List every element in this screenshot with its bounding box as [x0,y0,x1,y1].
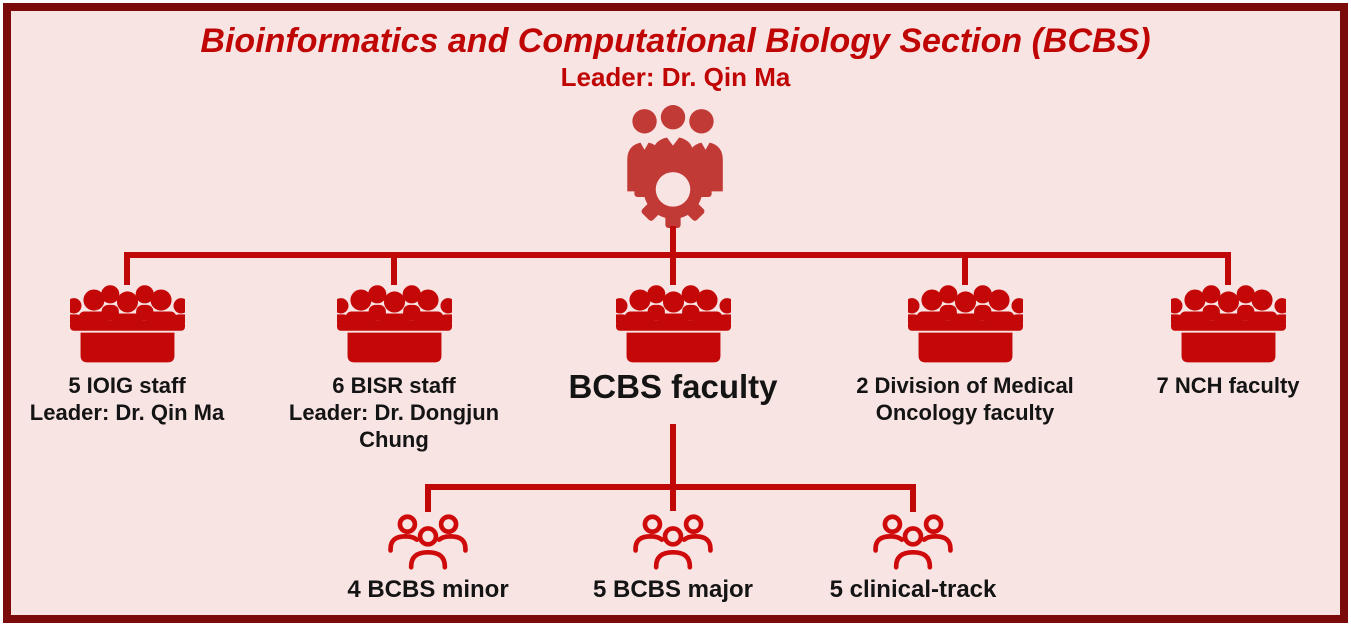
connector-drop-oncology [962,252,968,285]
connector-root-stem [670,226,676,254]
connector-drop-nch [1225,252,1231,285]
audience-icon [1170,285,1286,363]
group-leader-label: Leader: Dr. Dongjun Chung [288,400,500,452]
subgroup-clinical-track: 5 clinical-track [793,513,1033,604]
audience-icon [336,285,452,363]
connector-drop-bisr [391,252,397,285]
subgroup-label: 5 BCBS major [592,576,754,603]
connector-bcbs-stem [670,424,676,511]
team-gear-icon [614,104,732,228]
connector-top-horizontal [124,252,1231,258]
group-label: BCBS faculty [568,368,778,405]
chart-title: Bioinformatics and Computational Biology… [200,22,1151,60]
subgroup-label: 5 clinical-track [829,576,997,603]
group-medical-oncology-faculty: 2 Division of Medical Oncology faculty [825,285,1105,426]
group-label: 7 NCH faculty [1156,373,1300,398]
subgroup-bcbs-minor: 4 BCBS minor [308,513,548,604]
connector-drop-bcbs [670,252,676,285]
connector-drop-minor [425,484,431,512]
group-bisr-staff: 6 BISR staff Leader: Dr. Dongjun Chung [254,285,534,453]
group-label: 6 BISR staff [332,373,456,398]
subgroup-bcbs-major: 5 BCBS major [553,513,793,604]
subgroup-label: 4 BCBS minor [347,576,509,603]
chart-leader-subtitle: Leader: Dr. Qin Ma [560,62,791,92]
audience-icon [615,285,731,363]
group-ioig-staff: 5 IOIG staff Leader: Dr. Qin Ma [0,285,267,426]
connector-drop-clinical [910,484,916,512]
people-outline-icon [629,513,717,571]
group-bcbs-faculty: BCBS faculty [533,285,813,405]
people-outline-icon [869,513,957,571]
connector-bottom-horizontal [425,484,916,490]
audience-icon [907,285,1023,363]
group-leader-label: Leader: Dr. Qin Ma [29,400,225,425]
connector-drop-ioig [124,252,130,285]
people-outline-icon [384,513,472,571]
group-label: 2 Division of Medical Oncology faculty [856,373,1074,425]
group-nch-faculty: 7 NCH faculty [1088,285,1351,399]
audience-icon [69,285,185,363]
group-label: 5 IOIG staff [68,373,186,398]
